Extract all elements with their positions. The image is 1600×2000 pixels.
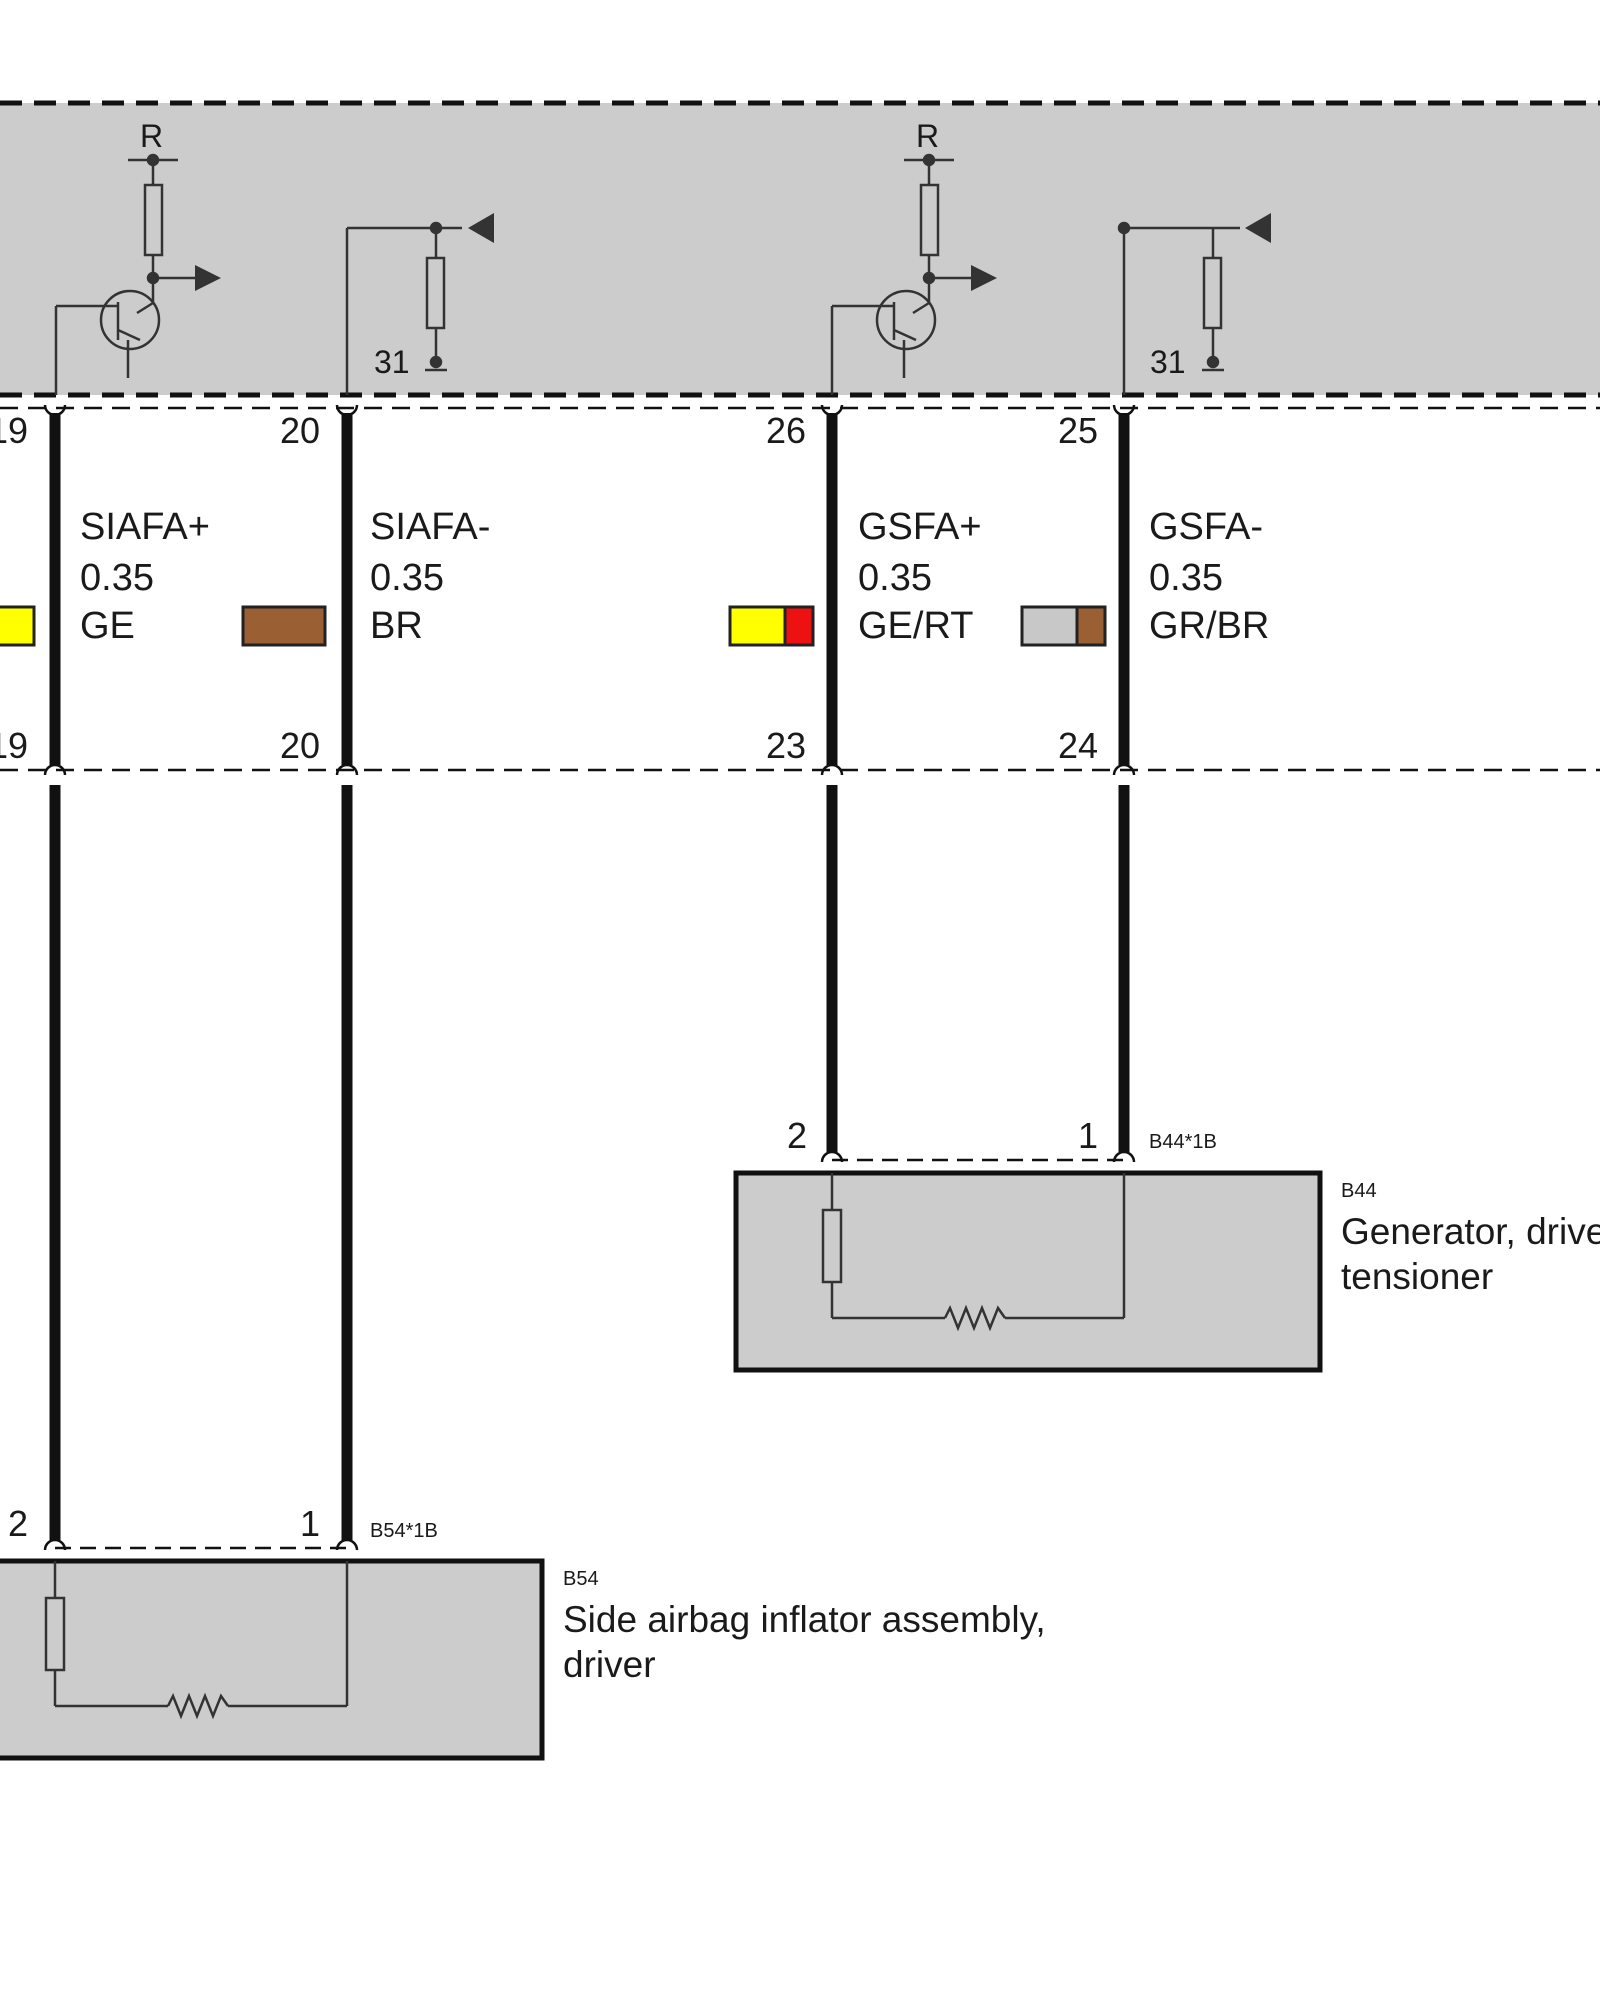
transistor-1: [99, 289, 161, 351]
swatch-segment-ge: [728, 605, 787, 647]
swatch-segment-ge: [0, 605, 36, 647]
wire-name: GSFA-: [1149, 506, 1263, 548]
transistor-2: [875, 289, 937, 351]
b54-pin-1: 1: [300, 1503, 320, 1544]
supply-label-r1: R: [140, 118, 163, 154]
ground-label-31-1: 31: [374, 344, 410, 380]
wire-color-code: GR/BR: [1149, 605, 1269, 647]
control-unit-body: [0, 103, 1600, 395]
pin-mid-gsfa-plus: 23: [766, 725, 806, 766]
pin-top-gsfa-plus: 26: [766, 410, 806, 451]
pulldown-stage-1: 31: [345, 213, 494, 395]
wire-label-gsfa-minus: GSFA- 0.35 GR/BR: [1149, 506, 1269, 647]
pin-mid-gsfa-minus: 24: [1058, 725, 1098, 766]
swatch-gsfa-plus: [728, 605, 815, 647]
swatch-gsfa-minus: [1020, 605, 1107, 647]
transistor-stage-1: R: [54, 118, 221, 395]
transistor-stage-2: R: [830, 118, 997, 395]
b44-name-line-1: Generator, driver's belt: [1341, 1211, 1600, 1252]
swatch-siafa-plus: [0, 605, 36, 647]
pin-top-siafa-minus: 20: [280, 410, 320, 451]
b54-name-line-2: driver: [563, 1644, 656, 1685]
swatch-segment-br: [1075, 605, 1107, 647]
wire-label-siafa-minus: SIAFA- 0.35 BR: [370, 506, 490, 647]
wire-color-code: GE: [80, 605, 135, 647]
wires: [49, 413, 1130, 1540]
wire-color-code: BR: [370, 605, 423, 647]
wire-gauge: 0.35: [370, 557, 444, 599]
b44-heating-element: [943, 1304, 1007, 1332]
b54-igniter: [166, 1692, 230, 1720]
input-arrow-1: [468, 213, 494, 243]
swatch-segment-gr: [1020, 605, 1079, 647]
wire-name: SIAFA+: [80, 506, 210, 548]
wire-name: GSFA+: [858, 506, 982, 548]
wire-label-siafa-plus: SIAFA+ 0.35 GE: [80, 506, 210, 647]
swatch-segment-rt: [783, 605, 815, 647]
swatch-siafa-minus: [241, 605, 327, 647]
b54-resistor: [44, 1596, 66, 1672]
b44-pin-2: 2: [787, 1115, 807, 1156]
b44-resistor: [821, 1208, 843, 1284]
b54-connector-id: B54*1B: [370, 1520, 438, 1542]
b44-id: B44: [1341, 1180, 1377, 1202]
wire-gauge: 0.35: [80, 557, 154, 599]
b54-id: B54: [563, 1568, 599, 1590]
b44-pin-1: 1: [1078, 1115, 1098, 1156]
input-arrow-2: [1245, 213, 1271, 243]
supply-label-r2: R: [916, 118, 939, 154]
pin-top-gsfa-minus: 25: [1058, 410, 1098, 451]
wire-color-code: GE/RT: [858, 605, 973, 647]
wire-name: SIAFA-: [370, 506, 490, 548]
b54-pin-2: 2: [8, 1503, 28, 1544]
pin-mid-siafa-plus: 19: [0, 725, 28, 766]
wire-gauge: 0.35: [858, 557, 932, 599]
swatch-segment-br: [241, 605, 327, 647]
component-b54: 2 1 B54*1B B54 Side airbag inflator asse…: [0, 1503, 1046, 1761]
wire-label-gsfa-plus: GSFA+ 0.35 GE/RT: [858, 506, 982, 647]
resistor-r2: [919, 183, 940, 257]
b54-name-line-1: Side airbag inflator assembly,: [563, 1599, 1046, 1640]
pulldown-stage-2: 31: [1117, 213, 1271, 395]
resistor-r1: [143, 183, 164, 257]
b44-name-line-2: tensioner: [1341, 1256, 1493, 1297]
control-unit: R 3: [0, 100, 1600, 398]
b44-connector-id: B44*1B: [1149, 1131, 1217, 1153]
resistor-pd1: [425, 256, 446, 330]
component-b44: 2 1 B44*1B B44 Generator, driver's belt …: [733, 1115, 1600, 1373]
wire-gauge: 0.35: [1149, 557, 1223, 599]
output-arrow-2: [971, 265, 997, 291]
pin-top-siafa-plus: 19: [0, 410, 28, 451]
pin-markers: [43, 404, 1136, 1551]
resistor-pd2: [1202, 256, 1223, 330]
output-arrow-1: [195, 265, 221, 291]
pin-mid-siafa-minus: 20: [280, 725, 320, 766]
ground-label-31-2: 31: [1150, 344, 1186, 380]
b54-body: [0, 1558, 545, 1761]
